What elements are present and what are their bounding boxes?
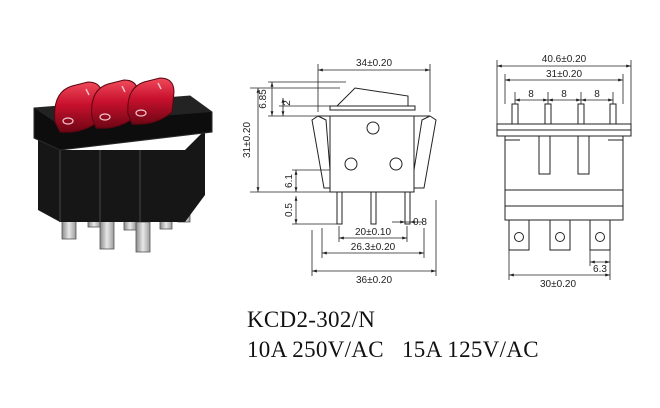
dim-6-1: 6.1 [284,174,295,188]
dim-0-8: 0.8 [413,217,427,228]
side-terminal-2 [370,191,377,225]
photo-body [38,130,205,222]
dim-20: 20±0.10 [355,227,392,238]
side-hole-right [389,157,403,171]
side-housing [329,115,415,193]
front-terminal-2 [549,219,571,251]
side-terminal-3 [404,191,411,225]
front-view-dimension-labels: 40.6±0.20 31±0.20 8 8 8 30±0.20 6.3 [528,54,607,290]
front-view-dimensions [496,60,632,280]
side-view-dimensions [250,64,437,276]
dim-31-front: 31±0.20 [546,69,583,80]
photo-rockers [54,77,175,133]
front-housing [504,135,624,221]
dim-6-85: 6.85 [258,89,269,109]
dim-36: 36±0.20 [356,275,393,286]
model-number: KCD2-302/N [247,307,376,332]
dim-2: 2 [282,100,293,106]
side-terminal-1 [336,191,343,225]
dim-31: 31±0.20 [242,122,253,159]
dim-0-5: 0.5 [284,203,295,217]
side-rocker [335,87,409,107]
dim-8-b: 8 [561,89,567,100]
side-view-dimension-labels: 34±0.20 36±0.20 26.3±0.20 20±0.10 0.8 31… [242,58,427,286]
side-hole-left [344,157,358,171]
front-terminal-3 [589,219,611,251]
side-view-drawing [311,87,437,225]
front-view-drawing [496,103,632,251]
front-terminal-1 [508,219,530,251]
side-hole-top [366,121,380,135]
dim-34: 34±0.20 [356,58,393,69]
dim-8-a: 8 [528,89,534,100]
dim-40-6: 40.6±0.20 [542,54,587,65]
dim-30: 30±0.20 [540,279,577,290]
switch-photo [33,77,213,253]
dim-6-3: 6.3 [593,264,607,275]
dim-26-3: 26.3±0.20 [351,242,396,253]
dim-8-c: 8 [594,89,600,100]
electrical-rating: 10A 250V/AC 15A 125V/AC [247,337,539,362]
